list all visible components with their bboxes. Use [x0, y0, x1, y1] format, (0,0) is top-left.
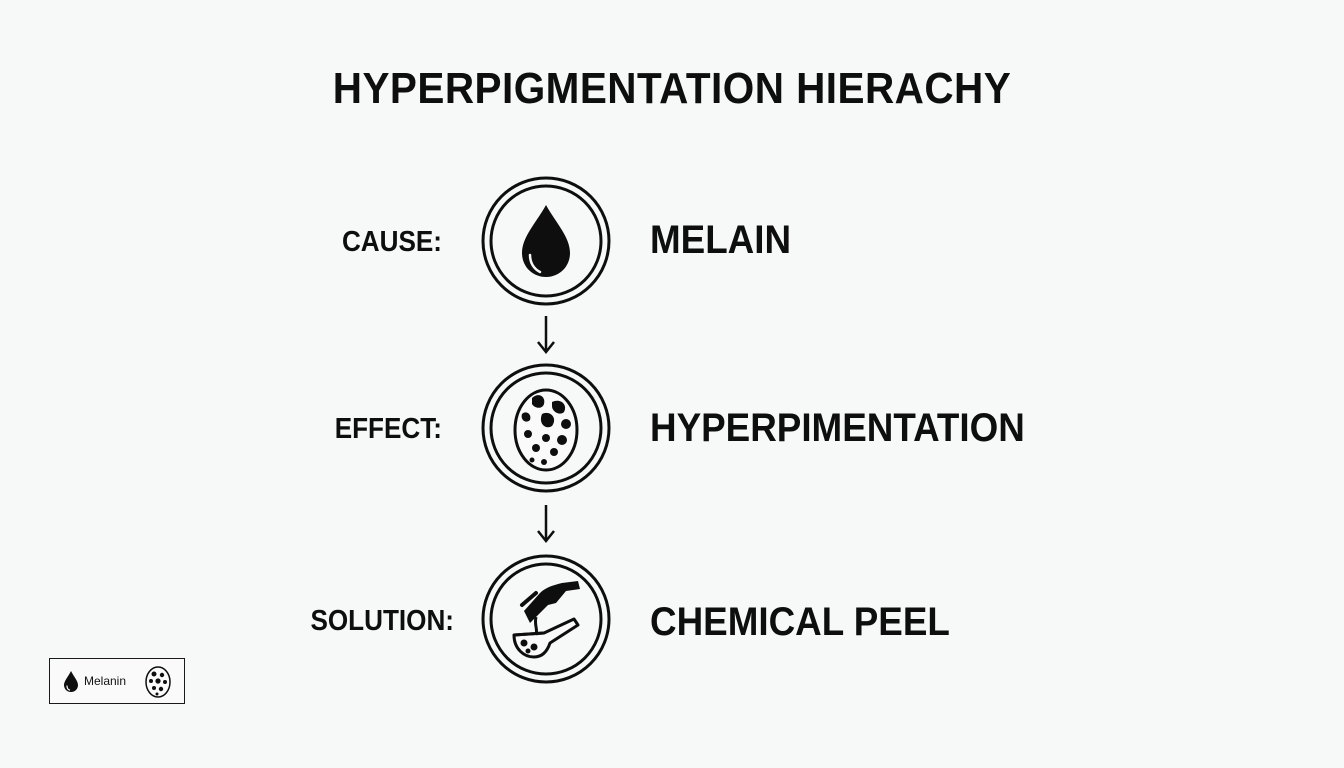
- diagram-title: HYPERPIGMENTATION HIERACHY: [332, 64, 1012, 113]
- arrow-down-icon: [536, 314, 556, 356]
- droplet-icon: [481, 176, 611, 306]
- legend-label-melanin: Melanin: [84, 674, 127, 688]
- cause-value: MELAIN: [650, 218, 792, 262]
- effect-value: HYPERPIMENTATION: [650, 406, 1025, 450]
- effect-node: [480, 362, 612, 494]
- droplet-icon: [64, 671, 78, 692]
- spotted-skin-icon: [481, 363, 611, 493]
- effect-label: EFFECT:: [334, 413, 442, 445]
- legend: Melanin: [49, 658, 185, 704]
- cause-label: CAUSE:: [341, 226, 442, 258]
- cause-node: [480, 175, 612, 307]
- solution-label: SOLUTION:: [310, 605, 454, 637]
- solution-node: [480, 553, 612, 685]
- hand-applying-peel-icon: [481, 554, 611, 684]
- spotted-skin-icon: [145, 666, 171, 698]
- solution-value: CHEMICAL PEEL: [650, 600, 950, 644]
- arrow-down-icon: [536, 503, 556, 545]
